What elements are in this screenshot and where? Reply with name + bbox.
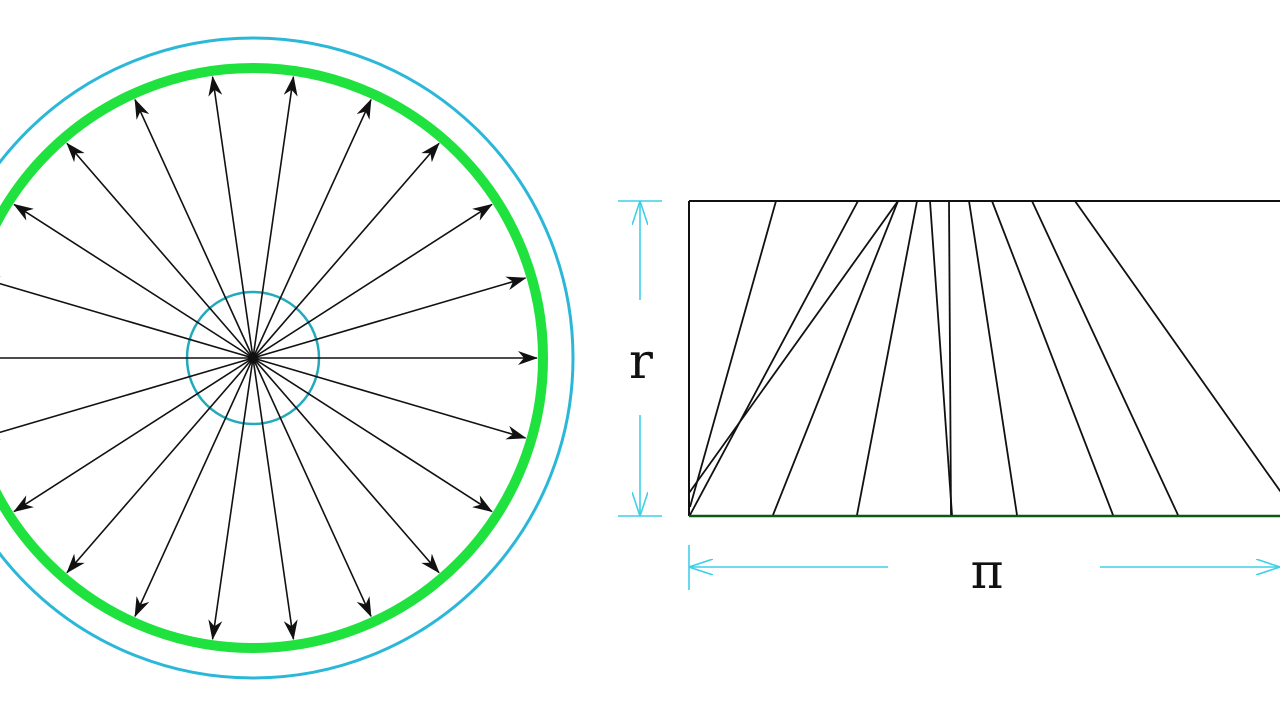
unrolled-rectangle (688, 200, 1280, 518)
radial-arrows (0, 75, 538, 641)
unrolled-lines (688, 200, 1280, 516)
unrolled-line (968, 200, 1018, 516)
radial-arrow (252, 357, 372, 618)
radial-arrow (134, 357, 254, 618)
radial-arrow (66, 357, 254, 574)
unrolled-line (991, 200, 1114, 516)
unrolled-line (772, 200, 899, 516)
radial-arrow (0, 357, 254, 440)
radial-arrow (13, 357, 254, 513)
radial-arrow (0, 276, 254, 359)
radial-arrow (134, 98, 254, 359)
height-dimension (618, 200, 662, 517)
unrolled-line (688, 200, 899, 494)
unrolled-line (689, 200, 777, 508)
unrolled-line (1074, 200, 1280, 493)
unrolled-line (948, 200, 952, 516)
radial-arrow (252, 203, 493, 359)
unrolled-line (689, 200, 859, 516)
radial-arrow (208, 75, 254, 359)
radial-arrow (252, 276, 527, 359)
radial-arrow (13, 203, 254, 359)
unrolled-line (929, 200, 953, 516)
height-label: r (629, 332, 653, 390)
circumference-circle (0, 63, 548, 653)
radial-arrow (252, 142, 440, 359)
radial-arrow (66, 142, 254, 359)
width-label: π (971, 542, 1004, 600)
radial-arrow (208, 357, 254, 641)
radial-arrow (252, 357, 440, 574)
radial-arrow (252, 357, 298, 641)
radial-arrow (252, 357, 527, 440)
outer-circle (0, 36, 575, 680)
unrolled-line (856, 200, 918, 516)
radial-arrow (252, 75, 298, 359)
unrolled-line (1031, 200, 1179, 516)
width-dimension (688, 545, 1279, 590)
radial-arrow (252, 98, 372, 359)
radial-arrow (252, 357, 493, 513)
